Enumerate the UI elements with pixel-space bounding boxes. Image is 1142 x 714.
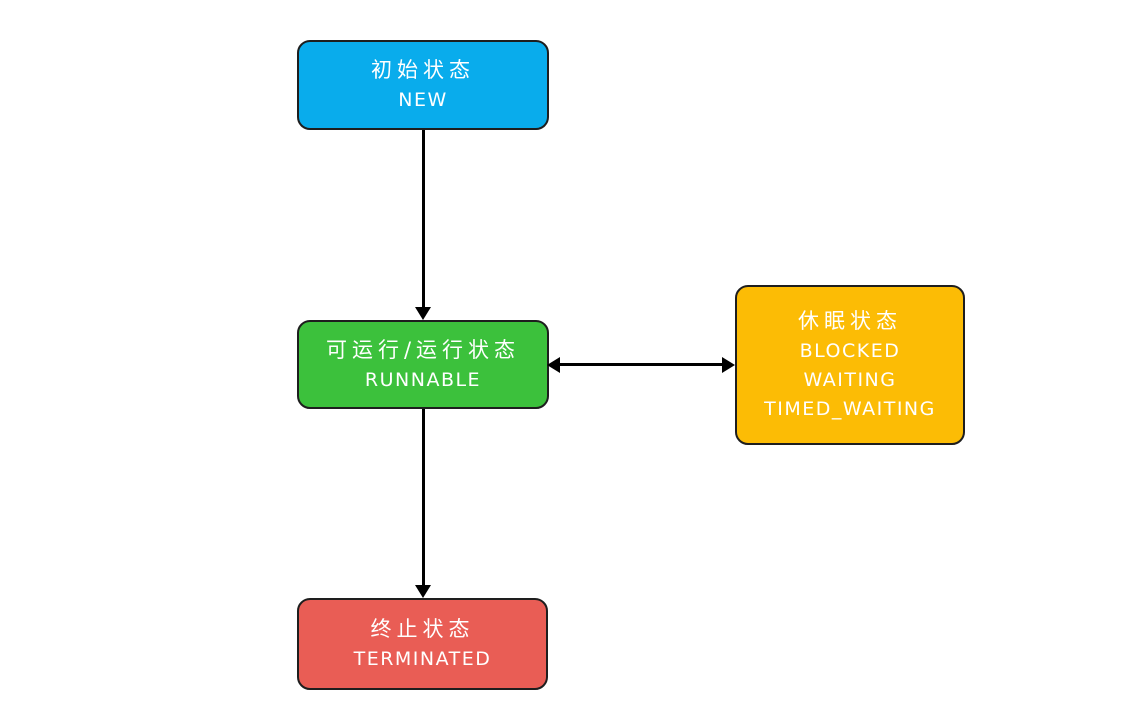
arrowhead-down-icon bbox=[415, 585, 431, 598]
node-terminated-label-zh: 终止状态 bbox=[370, 617, 475, 641]
arrow-runnable-sleep-bidirectional bbox=[559, 363, 725, 366]
node-runnable-state: 可运行/运行状态 RUNNABLE bbox=[297, 320, 549, 409]
node-sleep-label-waiting: WAITING bbox=[803, 369, 897, 391]
node-sleep-label-blocked: BLOCKED bbox=[799, 340, 901, 362]
node-terminated-state: 终止状态 TERMINATED bbox=[297, 598, 548, 690]
node-terminated-label-en: TERMINATED bbox=[353, 648, 492, 670]
arrowhead-left-icon bbox=[547, 357, 560, 373]
node-sleep-label-zh: 休眠状态 bbox=[798, 309, 902, 333]
node-sleep-label-timed-waiting: TIMED_WAITING bbox=[764, 398, 936, 420]
node-new-label-en: NEW bbox=[398, 89, 448, 111]
arrow-new-to-runnable bbox=[422, 130, 425, 308]
node-sleep-state: 休眠状态 BLOCKED WAITING TIMED_WAITING bbox=[735, 285, 965, 445]
node-runnable-label-zh: 可运行/运行状态 bbox=[325, 337, 521, 362]
node-new-label-zh: 初始状态 bbox=[371, 58, 475, 82]
arrowhead-right-icon bbox=[722, 357, 735, 373]
node-new-state: 初始状态 NEW bbox=[297, 40, 549, 130]
arrowhead-down-icon bbox=[415, 307, 431, 320]
node-runnable-label-en: RUNNABLE bbox=[364, 368, 482, 391]
arrow-runnable-to-terminated bbox=[422, 409, 425, 586]
